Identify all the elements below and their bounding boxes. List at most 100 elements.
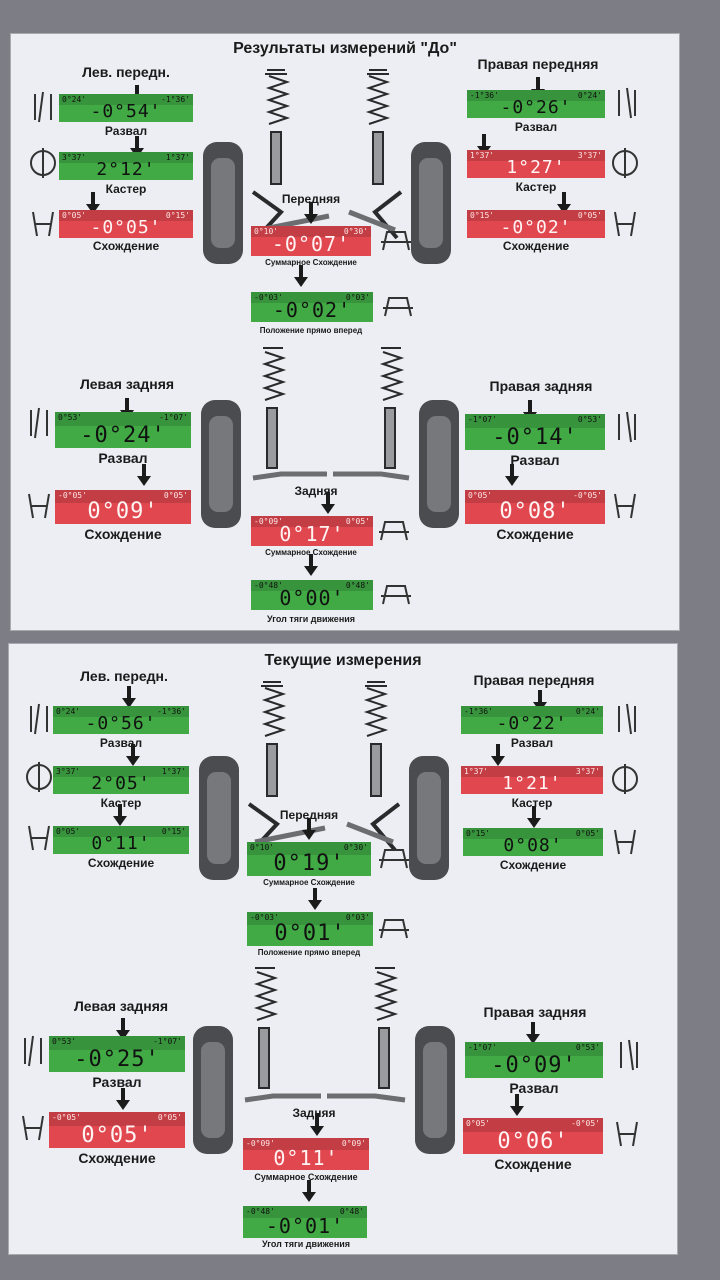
- range-min: 0°05': [56, 827, 81, 836]
- car-front-icon: [383, 297, 413, 317]
- thrust-angle-gauge: -0°48' 0°48' -0°01': [243, 1206, 367, 1238]
- total-toe-caption: Суммарное Схождение: [265, 548, 357, 557]
- car-rear-icon: [381, 585, 411, 605]
- arrow-icon: [294, 265, 308, 287]
- range-min: -0°09': [254, 517, 283, 526]
- left-front-label: Лев. передн.: [80, 668, 168, 684]
- toe-gauge: -0°05' 0°05' 0°05': [49, 1112, 185, 1148]
- total-toe-caption: Суммарное Схождение: [265, 258, 357, 267]
- rear-suspension-illustration: [201, 347, 459, 528]
- total-toe-value: 0°19': [273, 851, 345, 876]
- panel-title: Результаты измерений "До": [233, 40, 457, 57]
- straight-ahead-caption: Положение прямо вперед: [259, 326, 363, 335]
- range-max: 0°15': [161, 827, 186, 836]
- arrow-icon: [304, 202, 318, 224]
- camber-value: -0°26': [500, 97, 572, 118]
- left-rear-label: Левая задняя: [73, 998, 169, 1014]
- rear-suspension-illustration: [193, 967, 455, 1154]
- range-max: 0°05': [577, 211, 602, 220]
- right-front-label: Правая передняя: [473, 672, 595, 688]
- total-toe-caption: Суммарное Схождение: [254, 1172, 358, 1182]
- camber-value: -0°24': [80, 423, 166, 448]
- rear-axle-label: Задняя: [292, 1106, 336, 1120]
- range-max: 0°24': [575, 707, 600, 716]
- camber-value: -0°25': [74, 1047, 160, 1072]
- panel-title: Текущие измерения: [264, 652, 422, 669]
- toe-value: -0°05': [90, 217, 162, 238]
- range-min: 0°15': [466, 829, 491, 838]
- thrust-angle-value: 0°00': [279, 586, 345, 610]
- toe-wheel-icon: [616, 1121, 638, 1147]
- arrow-icon: [321, 492, 335, 514]
- range-min: 0°10': [254, 227, 279, 236]
- camber-value: -0°22': [496, 713, 568, 734]
- front-axle-label: Передняя: [281, 192, 341, 206]
- arrow-icon: [304, 554, 318, 576]
- caster-value: 1°21': [502, 773, 562, 794]
- range-max: 1°37': [161, 767, 186, 776]
- arrow-icon: [510, 1094, 524, 1116]
- straight-ahead-gauge: -0°03' 0°03' -0°02': [251, 292, 373, 322]
- arrow-icon: [491, 744, 505, 766]
- tire-icon: [415, 1026, 455, 1154]
- arrow-icon: [116, 1088, 130, 1110]
- tire-icon: [409, 756, 449, 880]
- tire-icon: [199, 756, 239, 880]
- camber-caption: Развал: [510, 452, 560, 468]
- suspension-strut-icon: [244, 967, 321, 1103]
- toe-gauge: 0°15' 0°05' 0°08': [463, 828, 603, 856]
- caster-gauge: 3°37' 1°37' 2°12': [59, 152, 193, 180]
- range-min: -1°36': [464, 707, 493, 716]
- range-max: 0°30': [343, 227, 368, 236]
- thrust-angle-value: -0°01': [265, 1214, 345, 1238]
- range-min: 0°53': [58, 413, 83, 422]
- range-max: 0°15': [165, 211, 190, 220]
- toe-value: 0°08': [503, 835, 563, 856]
- range-max: 3°37': [577, 151, 602, 160]
- range-max: 0°30': [343, 843, 368, 852]
- caster-wheel-icon: [612, 148, 638, 178]
- toe-value: 0°11': [91, 833, 151, 854]
- range-min: 0°05': [62, 211, 87, 220]
- caster-value: 2°12': [96, 159, 156, 180]
- toe-value: 0°08': [499, 499, 571, 524]
- range-max: -0°05': [573, 491, 602, 500]
- range-max: 0°48': [345, 581, 370, 590]
- range-max: 3°37': [575, 767, 600, 776]
- arrow-icon: [116, 1018, 130, 1040]
- front-suspension-illustration: [199, 681, 449, 880]
- range-max: -1°07': [153, 1037, 182, 1046]
- total-toe-gauge: 0°10' 0°30' -0°07': [251, 226, 371, 256]
- toe-caption: Схождение: [78, 1150, 156, 1166]
- toe-wheel-icon: [614, 493, 636, 519]
- arrow-icon: [302, 1180, 316, 1202]
- toe-gauge: -0°05' 0°05' 0°09': [55, 490, 191, 524]
- camber-wheel-icon: [34, 91, 52, 123]
- toe-caption: Схождение: [499, 858, 567, 872]
- toe-value: 0°05': [81, 1123, 153, 1148]
- range-max: 0°05': [157, 1113, 182, 1122]
- range-min: 0°05': [466, 1119, 491, 1128]
- caster-gauge: 1°37' 3°37' 1°27': [467, 150, 605, 178]
- toe-wheel-icon: [28, 493, 50, 519]
- arrow-icon: [302, 818, 316, 840]
- arrow-icon: [86, 192, 100, 214]
- camber-caption: Развал: [92, 1074, 142, 1090]
- range-min: -0°48': [246, 1207, 275, 1216]
- range-min: -0°03': [254, 293, 283, 302]
- caster-wheel-icon: [26, 762, 52, 792]
- range-max: 0°03': [345, 913, 370, 922]
- range-min: -0°05': [52, 1113, 81, 1122]
- toe-wheel-icon: [614, 211, 636, 237]
- total-toe-value: 0°11': [273, 1146, 339, 1170]
- thrust-angle-caption: Угол тяги движения: [261, 1239, 351, 1249]
- camber-wheel-icon: [618, 87, 636, 119]
- report-panel-before: Результаты измерений "До": [10, 33, 680, 631]
- range-min: -0°05': [58, 491, 87, 500]
- range-max: -0°05': [571, 1119, 600, 1128]
- range-min: 3°37': [56, 767, 81, 776]
- range-min: 0°53': [52, 1037, 77, 1046]
- range-min: -0°48': [254, 581, 283, 590]
- left-rear-label: Левая задняя: [79, 376, 175, 392]
